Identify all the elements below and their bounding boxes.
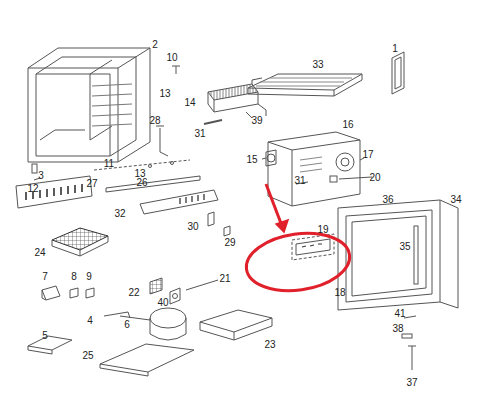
front-grille xyxy=(16,176,92,208)
callout-number: 39 xyxy=(251,115,262,126)
brackets xyxy=(42,286,94,300)
callout-number: 12 xyxy=(27,183,38,194)
callout-number: 37 xyxy=(406,377,417,388)
compressor xyxy=(104,308,186,340)
callout-number: 5 xyxy=(42,330,48,341)
callout-number: 6 xyxy=(124,319,130,330)
condenser xyxy=(52,228,108,256)
rod xyxy=(156,126,168,156)
callout-number: 16 xyxy=(342,119,353,130)
callout-number: 19 xyxy=(317,224,328,235)
drain-pan xyxy=(200,310,272,340)
kickplate xyxy=(140,190,218,214)
callout-number: 41 xyxy=(394,308,405,319)
callout-number: 35 xyxy=(399,241,410,252)
door xyxy=(338,200,458,310)
callout-number: 20 xyxy=(369,172,380,183)
wire-shelf xyxy=(248,74,362,96)
callout-number: 21 xyxy=(219,273,230,284)
callout-number: 31 xyxy=(294,175,305,186)
callout-number: 14 xyxy=(184,97,195,108)
callout-number: 7 xyxy=(42,271,48,282)
callout-number: 1 xyxy=(392,43,398,54)
callout-number: 22 xyxy=(128,287,139,298)
callout-number: 36 xyxy=(382,194,393,205)
callout-number: 10 xyxy=(166,52,177,63)
callout-number: 9 xyxy=(86,271,92,282)
callout-number: 4 xyxy=(87,315,93,326)
door-gasket xyxy=(392,52,404,94)
hinge xyxy=(402,316,416,370)
bracket xyxy=(208,212,214,226)
clip xyxy=(224,226,230,236)
callout-number: 40 xyxy=(157,297,168,308)
callout-number: 18 xyxy=(334,287,345,298)
fan xyxy=(262,150,276,166)
callout-number: 32 xyxy=(114,208,125,219)
control-board xyxy=(292,234,334,260)
callout-number: 26 xyxy=(136,177,147,188)
callout-number: 15 xyxy=(246,154,257,165)
highlight-arrow xyxy=(266,184,282,226)
screw xyxy=(172,66,180,74)
callout-number: 30 xyxy=(187,221,198,232)
callout-number: 3 xyxy=(38,170,44,181)
callout-number: 28 xyxy=(149,115,160,126)
callout-number: 23 xyxy=(264,339,275,350)
callout-number: 29 xyxy=(224,237,235,248)
callout-number: 24 xyxy=(34,247,45,258)
callout-number: 33 xyxy=(312,59,323,70)
leader xyxy=(246,112,252,118)
cabinet xyxy=(28,48,150,173)
callout-number: 8 xyxy=(71,271,77,282)
callout-number: 25 xyxy=(82,350,93,361)
callout-number: 38 xyxy=(392,323,403,334)
callout-number: 17 xyxy=(362,149,373,160)
fan-cover-panel xyxy=(268,132,372,206)
pin xyxy=(204,120,222,124)
callout-number: 2 xyxy=(152,39,158,50)
callout-number: 31 xyxy=(194,128,205,139)
callout-number: 27 xyxy=(86,178,97,189)
callout-number: 11 xyxy=(104,158,114,169)
callout-number: 34 xyxy=(450,194,461,205)
arrowhead xyxy=(276,220,288,232)
highlight-ellipse xyxy=(243,227,354,297)
base-parts xyxy=(28,336,194,376)
callout-number: 13 xyxy=(159,88,170,99)
